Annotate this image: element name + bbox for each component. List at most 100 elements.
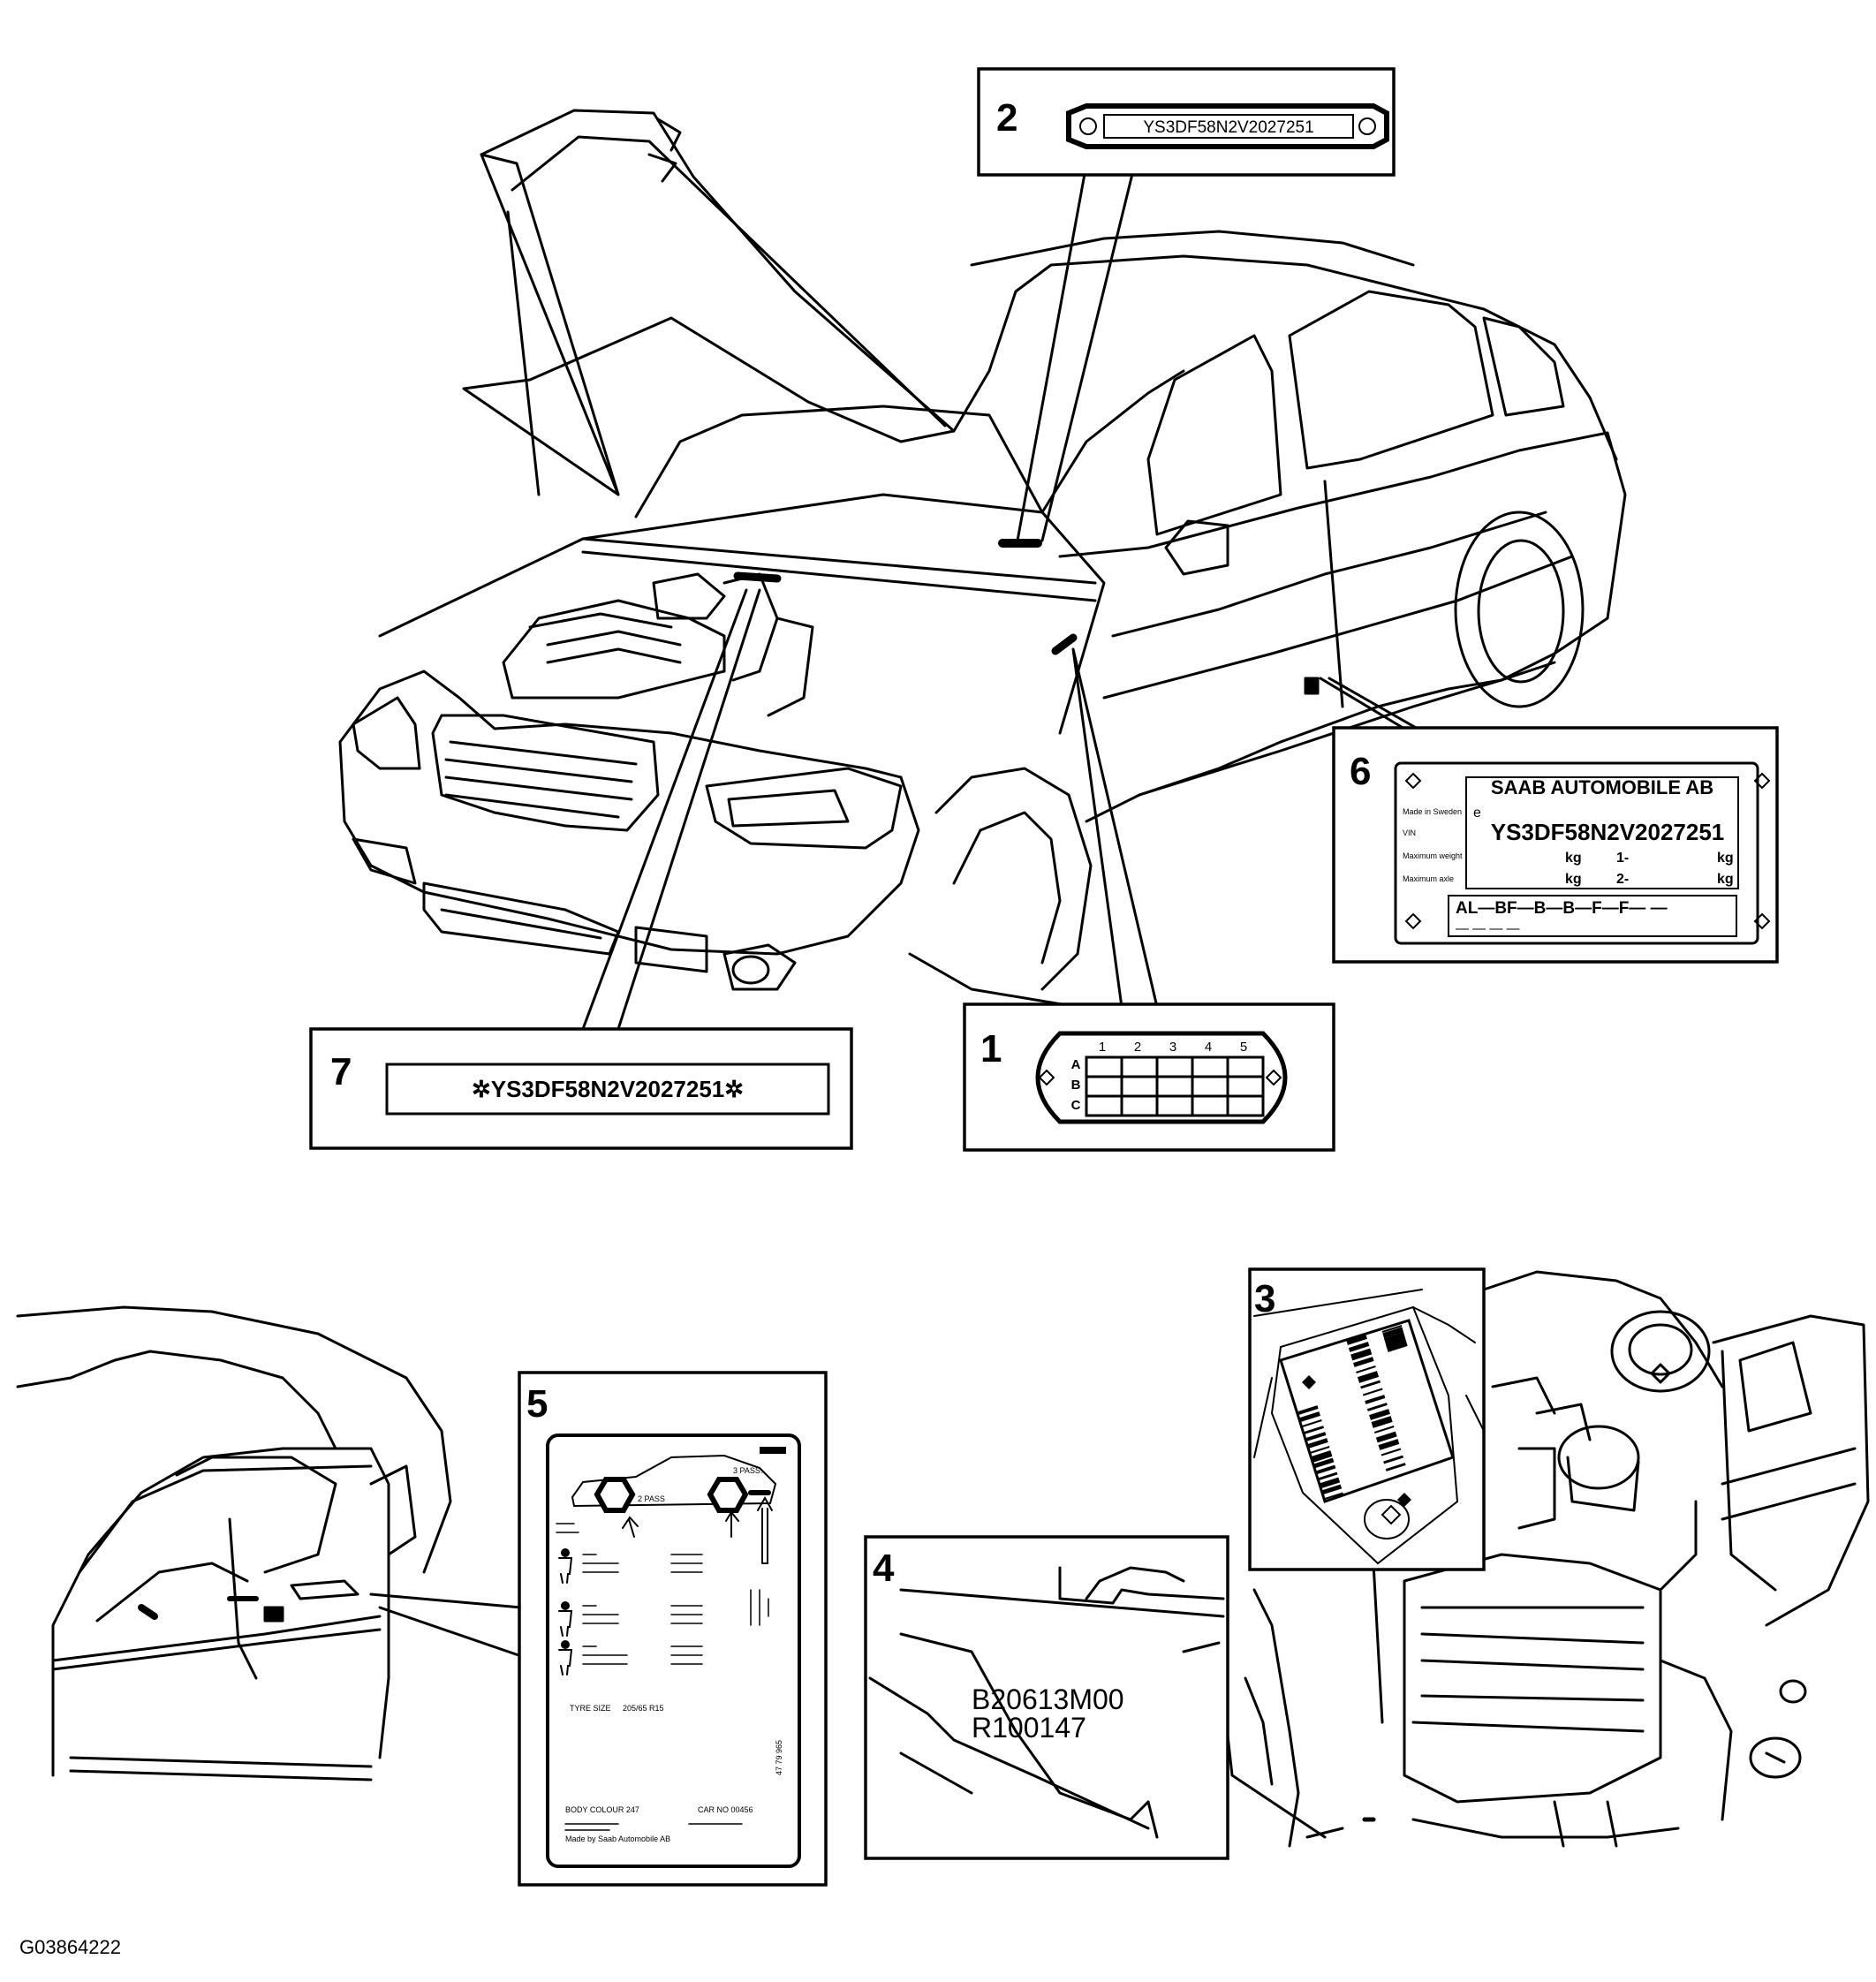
engine-number-line-2: R100147: [972, 1712, 1086, 1744]
barcode-bar: [1319, 1477, 1341, 1489]
person-icon-1: [558, 1548, 573, 1584]
leader-line-6: [1319, 677, 1419, 730]
barcode-bar: [1385, 1463, 1406, 1471]
leader-line-3: [1372, 1562, 1384, 1724]
placard-2pass: 2 PASS: [638, 1494, 665, 1503]
placard-side-code: 47 79 965: [775, 1740, 783, 1775]
plate-kg-1: kg: [1565, 851, 1582, 866]
grid-col-1: 1: [1099, 1040, 1106, 1055]
barcode-bar: [1320, 1484, 1343, 1495]
plate-e-mark: e: [1473, 806, 1481, 821]
plate-axle-1: 1-: [1616, 851, 1629, 866]
placard-made-by: Made by Saab Automobile AB: [565, 1834, 670, 1843]
callout-4: 4 B20613M00 R100147: [864, 1535, 1327, 1860]
barcode-bar: [1382, 1327, 1403, 1336]
barcode-bar: [1309, 1446, 1330, 1454]
barcode-bar: [1365, 1395, 1386, 1404]
figure-id: G03864222: [19, 1936, 121, 1958]
placard-fine-print: [556, 1523, 769, 1831]
leader-line-2: [1016, 172, 1134, 542]
callout-4-number: 4: [873, 1547, 895, 1590]
barcode-bar: [1356, 1365, 1376, 1373]
barcode-label: [1279, 1319, 1455, 1507]
barcode-bar: [1311, 1450, 1333, 1463]
callout-7-vin: ✲YS3DF58N2V2027251✲: [472, 1076, 744, 1102]
grid-cell: [1226, 1094, 1265, 1117]
car-front-view: [338, 109, 1627, 1009]
barcode-bar: [1373, 1426, 1395, 1434]
engine-bay-view: [1244, 1270, 1870, 1848]
barcode-bar: [1353, 1357, 1374, 1367]
barcode-bar: [1357, 1371, 1380, 1383]
placard-tyre-value: 205/65 R15: [623, 1704, 664, 1713]
vin-plate-2: YS3DF58N2V2027251: [1066, 103, 1389, 149]
barcode-bar: [1362, 1388, 1383, 1396]
grid-col-3: 3: [1169, 1040, 1176, 1055]
callout-5: 5 3 PASS. 2 PASS: [369, 1371, 828, 1887]
leader-line-7: [581, 588, 761, 1031]
plate-left-label-4: Maximum axle: [1403, 874, 1454, 883]
plate-kg-2: kg: [1717, 851, 1734, 866]
callout-6-number: 6: [1350, 750, 1371, 793]
plate-maker: SAAB AUTOMOBILE AB: [1491, 776, 1713, 798]
grid-row-b: B: [1071, 1078, 1081, 1093]
placard-car-no: CAR NO 00456: [698, 1805, 753, 1814]
leader-line-4: [1226, 1734, 1327, 1839]
barcode-bar: [1383, 1455, 1404, 1464]
callout-2-number: 2: [996, 96, 1017, 140]
placard-tyre-size: TYRE SIZE: [570, 1704, 611, 1713]
grid-col-4: 4: [1205, 1040, 1212, 1055]
barcode-bar: [1385, 1336, 1406, 1346]
wheel-icon-front: [594, 1477, 636, 1513]
barcode-bar: [1299, 1411, 1320, 1422]
barcode-bar: [1360, 1380, 1381, 1389]
grid-col-2: 2: [1134, 1040, 1141, 1055]
door-pillar-view: [16, 1305, 452, 1782]
callout-3: 3: [1248, 1267, 1486, 1724]
barcode-bar: [1378, 1439, 1400, 1450]
tyre-pressure-placard: 3 PASS. 2 PASS: [546, 1434, 801, 1868]
grid-row-a: A: [1071, 1057, 1081, 1072]
barcode-bar: [1384, 1333, 1406, 1345]
plate-kg-3: kg: [1565, 872, 1582, 887]
barcode-bar: [1371, 1416, 1393, 1428]
plate-left-label-1: Made in Sweden: [1403, 807, 1462, 816]
barcode-bar: [1304, 1426, 1325, 1434]
leader-line-5: [369, 1592, 523, 1658]
barcode-bar: [1305, 1432, 1327, 1441]
plate-left-label-2: VIN: [1403, 828, 1416, 837]
barcode-bar: [1381, 1325, 1403, 1333]
barcode-bar: [1366, 1403, 1388, 1411]
placard-3pass: 3 PASS.: [733, 1466, 762, 1475]
engine-number-line-1: B20613M00: [972, 1683, 1124, 1715]
person-icon-2: [558, 1601, 573, 1637]
callout-6: 6 SAAB AUTOMOBILE AB e YS3DF58N2V2027251…: [1319, 677, 1779, 964]
barcode-strip-1: [1297, 1405, 1343, 1501]
callout-4-frame: [864, 1535, 1229, 1860]
barcode-bar: [1315, 1464, 1336, 1475]
barcode-bar: [1323, 1492, 1343, 1501]
barcode-bar: [1381, 1448, 1402, 1456]
callout-7: 7 ✲YS3DF58N2V2027251✲: [309, 588, 853, 1150]
callout-2: 2 YS3DF58N2V2027251: [977, 67, 1396, 542]
grid-row-c: C: [1071, 1098, 1081, 1113]
paint-code-plate: 1 2 3 4 5 A B C: [1035, 1031, 1288, 1124]
placard-body-colour: BODY COLOUR 247: [565, 1805, 639, 1814]
plate-axle-2: 2-: [1616, 872, 1629, 887]
manufacturer-plate: SAAB AUTOMOBILE AB e YS3DF58N2V2027251 k…: [1394, 761, 1771, 945]
callout-5-number: 5: [526, 1382, 548, 1426]
barcode-strip-2: [1346, 1325, 1408, 1471]
plate-code: AL—BF—B—B—F—F— —: [1456, 899, 1668, 918]
barcode-bar: [1346, 1334, 1367, 1345]
arrow-icon-tall: [757, 1495, 773, 1564]
plate-dashes: — — — —: [1456, 921, 1520, 936]
plate-kg-4: kg: [1717, 872, 1734, 887]
callout-1-number: 1: [980, 1027, 1002, 1070]
barcode-bar: [1383, 1329, 1404, 1339]
barcode-bar: [1369, 1409, 1390, 1420]
barcode-bar: [1386, 1340, 1408, 1352]
leader-line-1: [1071, 647, 1159, 1009]
wheel-icon-rear: [707, 1477, 749, 1513]
paint-code-grid: [1085, 1055, 1265, 1117]
